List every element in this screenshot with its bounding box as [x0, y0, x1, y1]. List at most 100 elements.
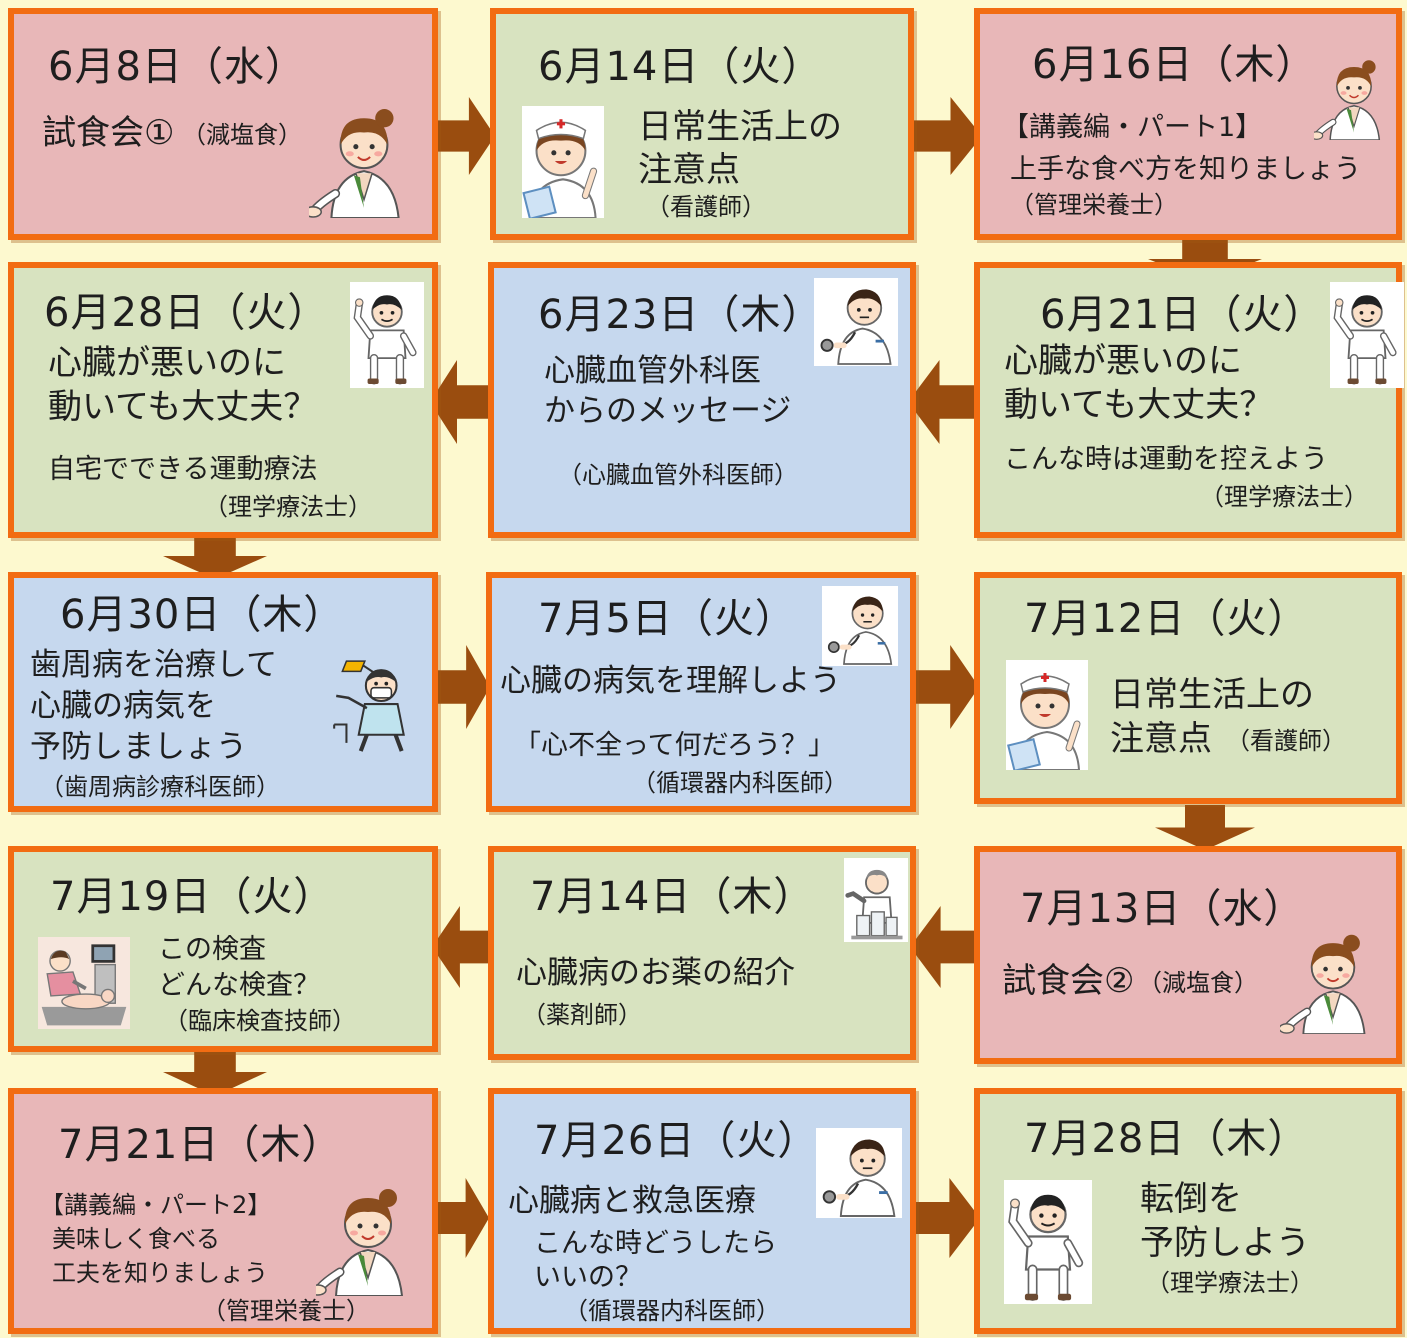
session-date: 6月16日（木）: [1032, 42, 1317, 88]
session-speaker: （薬剤師）: [522, 1001, 642, 1029]
session-date: 6月30日（木）: [60, 592, 345, 638]
session-speaker: （歯周病診療科医師）: [40, 773, 280, 801]
session-title: 動いても大丈夫？: [48, 387, 318, 427]
session-title: 心臓が悪いのに: [1004, 341, 1242, 381]
physical-therapist-icon: [350, 282, 424, 388]
session-speaker: （管理栄養士）: [202, 1297, 370, 1325]
session-title: 心臓の病気を: [30, 688, 216, 724]
pharmacist-icon: [844, 858, 908, 942]
session-date: 7月21日（木）: [58, 1122, 343, 1168]
session-date: 7月26日（火）: [534, 1118, 819, 1164]
session-title: 予防しましょう: [30, 729, 247, 765]
session-card-4: 6月21日（火） 心臓が悪いのに 動いても大丈夫？ こんな時は運動を控えよう （…: [974, 262, 1404, 538]
session-title: 心臓血管外科医: [544, 353, 761, 389]
arrow-left-3: [910, 906, 978, 988]
session-card-5: 6月23日（木） 心臓血管外科医 からのメッセージ （心臓血管外科医師）: [488, 262, 916, 538]
nurse-icon: [1006, 660, 1088, 770]
session-title: 注意点: [638, 150, 740, 190]
session-title: 注意点: [1110, 719, 1212, 759]
doctor-stethoscope-icon: [816, 1128, 902, 1218]
session-title: 【講義編・パート2】: [40, 1191, 272, 1219]
session-card-7: 6月30日（木） 歯周病を治療して 心臓の病気を 予防しましょう （歯周病診療科…: [8, 572, 438, 812]
session-card-13: 7月21日（木） 【講義編・パート2】 美味しく食べる 工夫を知りましょう （管…: [8, 1088, 438, 1334]
arrow-right-3: [437, 645, 490, 729]
session-title: からのメッセージ: [544, 393, 792, 429]
arrow-left-1: [908, 360, 978, 444]
session-subtitle: こんな時は運動を控えよう: [1004, 444, 1328, 475]
session-card-11: 7月14日（木） 心臓病のお薬の紹介 （薬剤師）: [488, 846, 916, 1060]
doctor-stethoscope-icon: [814, 278, 898, 366]
session-date: 7月12日（火）: [1024, 596, 1309, 642]
session-subtitle: （減塩食）: [182, 121, 302, 149]
session-title: どんな検査？: [158, 970, 320, 1001]
session-speaker: （看護師）: [646, 193, 766, 221]
session-title: 工夫を知りましょう: [52, 1259, 268, 1287]
session-date: 7月14日（木）: [530, 874, 815, 920]
nutritionist-pointing-icon: [1280, 932, 1386, 1034]
session-card-8: 7月5日（火） 心臓の病気を理解しよう 「心不全って何だろう？」 （循環器内科医…: [486, 572, 916, 812]
session-speaker: （循環器内科医師）: [632, 769, 848, 797]
session-title: 心臓病と救急医療: [508, 1183, 756, 1219]
session-speaker: （理学療法士）: [204, 493, 372, 521]
session-card-9: 7月12日（火） 日常生活上の 注意点 （看護師）: [974, 572, 1402, 804]
session-speaker: （管理栄養士）: [1010, 191, 1178, 219]
session-speaker: （臨床検査技師）: [164, 1007, 356, 1035]
arrow-left-2: [430, 360, 490, 444]
session-title: 予防しよう: [1140, 1223, 1310, 1263]
session-card-14: 7月26日（火） 心臓病と救急医療 こんな時どうしたら いいの？ （循環器内科医…: [488, 1088, 916, 1334]
session-title: 動いても大丈夫？: [1004, 385, 1274, 425]
session-speaker: （看護師）: [1226, 727, 1346, 755]
session-card-2: 6月14日（火） 日常生活上の 注意点 （看護師）: [490, 8, 914, 240]
session-date: 6月28日（火）: [44, 290, 329, 336]
dentist-icon: [326, 648, 418, 756]
session-subtitle: いいの？: [534, 1262, 642, 1293]
session-card-12: 7月19日（火） この検査 どんな検査？ （臨床検査技師）: [8, 846, 438, 1052]
session-date: 6月21日（火）: [1040, 292, 1325, 338]
session-title: 日常生活上の: [638, 107, 842, 147]
arrow-left-4: [432, 906, 494, 988]
session-speaker: （理学療法士）: [1146, 1269, 1314, 1297]
session-title: 歯周病を治療して: [30, 647, 278, 683]
session-speaker: （循環器内科医師）: [564, 1297, 780, 1325]
session-card-10: 7月13日（水） 試食会② （減塩食）: [974, 846, 1402, 1064]
session-title: 転倒を: [1140, 1179, 1242, 1219]
arrow-right-2: [912, 97, 982, 175]
session-date: 7月13日（水）: [1020, 886, 1305, 932]
session-title: 【講義編・パート1】: [1002, 112, 1263, 143]
nutritionist-pointing-icon: [1314, 58, 1394, 140]
arrow-right-4: [915, 645, 979, 729]
session-title: この検査: [158, 934, 266, 965]
session-card-1: 6月8日（水） 試食会① （減塩食）: [8, 8, 438, 240]
session-date: 6月23日（木）: [538, 292, 823, 338]
session-card-6: 6月28日（火） 心臓が悪いのに 動いても大丈夫？ 自宅でできる運動療法 （理学…: [8, 262, 438, 538]
session-title: 試食会②: [1002, 961, 1135, 1001]
session-card-3: 6月16日（木） 【講義編・パート1】 上手な食べ方を知りましょう （管理栄養士…: [974, 8, 1402, 240]
nutritionist-pointing-icon: [316, 1186, 420, 1296]
session-title: 美味しく食べる: [52, 1225, 220, 1253]
session-title: 心臓病のお薬の紹介: [516, 955, 795, 991]
session-title: 試食会①: [42, 113, 175, 153]
nurse-icon: [522, 106, 604, 218]
session-date: 7月19日（火）: [50, 874, 335, 920]
session-subtitle: 「心不全って何だろう？」: [514, 730, 836, 761]
session-title: 上手な食べ方を知りましょう: [1010, 154, 1361, 185]
session-date: 6月14日（火）: [538, 44, 823, 90]
doctor-stethoscope-icon: [822, 586, 898, 666]
session-card-15: 7月28日（木） 転倒を 予防しよう （理学療法士）: [974, 1088, 1402, 1334]
ultrasound-exam-icon: [38, 936, 130, 1030]
arrow-down-3: [1155, 805, 1255, 850]
session-speaker: （心臓血管外科医師）: [558, 461, 798, 489]
arrow-right-6: [912, 1178, 980, 1258]
nutritionist-pointing-icon: [309, 106, 419, 218]
session-subtitle: こんな時どうしたら: [534, 1228, 777, 1259]
session-subtitle: （減塩食）: [1138, 969, 1258, 997]
arrow-right-5: [437, 1178, 489, 1258]
session-date: 6月8日（水）: [48, 44, 306, 90]
physical-therapist-icon: [1004, 1180, 1092, 1304]
session-date: 7月28日（木）: [1024, 1116, 1309, 1162]
session-title: 心臓が悪いのに: [48, 343, 286, 383]
session-title: 日常生活上の: [1110, 675, 1314, 715]
physical-therapist-icon: [1330, 282, 1404, 388]
session-date: 7月5日（火）: [538, 596, 796, 642]
session-speaker: （理学療法士）: [1200, 483, 1368, 511]
